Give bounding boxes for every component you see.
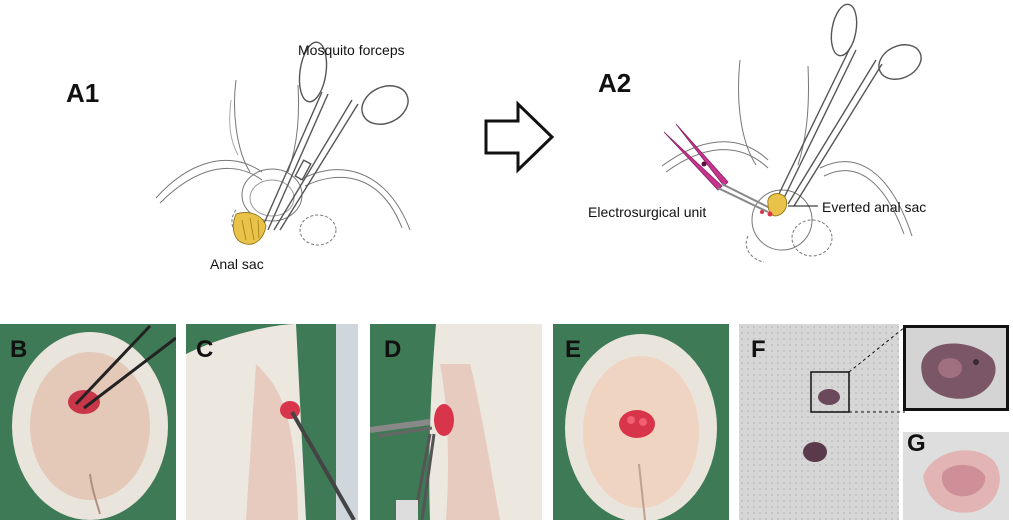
photo-g-image — [903, 432, 1009, 520]
panel-label-b: B — [10, 336, 28, 363]
panel-label-g: G — [907, 432, 926, 457]
mosquito-forceps-label: Mosquito forceps — [298, 42, 405, 58]
photo-panel-c: C — [186, 324, 358, 520]
electrosurgical-unit-label: Electrosurgical unit — [588, 204, 707, 220]
photo-panel-g: G — [903, 432, 1009, 520]
a1-mosquito-forceps — [261, 41, 409, 231]
photo-d-image — [370, 324, 542, 520]
panel-label-d: D — [384, 336, 402, 363]
photo-b-image — [12, 324, 176, 520]
everted-anal-sac-label: Everted anal sac — [822, 199, 927, 215]
panel-label-a2: A2 — [598, 68, 632, 98]
photo-e-image — [565, 334, 717, 520]
a1-sketch — [155, 79, 411, 246]
a2-sketch — [661, 59, 913, 263]
panel-label-a1: A1 — [66, 78, 100, 108]
photo-panel-e: E — [553, 324, 729, 520]
panel-label-c: C — [196, 336, 214, 363]
arrow-icon — [484, 100, 555, 174]
a1-anal-sac — [232, 212, 267, 245]
a2-everted-anal-sac — [760, 193, 788, 217]
panel-label-f: F — [751, 336, 766, 363]
photo-panel-b: B — [0, 324, 176, 520]
a2-mosquito-forceps — [775, 3, 922, 207]
photo-f-inset-image — [906, 328, 1006, 408]
photo-panel-d: D — [370, 324, 542, 520]
photo-panel-f: F — [739, 324, 899, 520]
a2-electrosurgical-unit — [663, 123, 771, 213]
anal-sac-label: Anal sac — [210, 256, 264, 272]
photo-c-image — [186, 324, 358, 520]
panel-label-e: E — [565, 336, 582, 363]
photo-panel-f-inset — [903, 325, 1009, 411]
